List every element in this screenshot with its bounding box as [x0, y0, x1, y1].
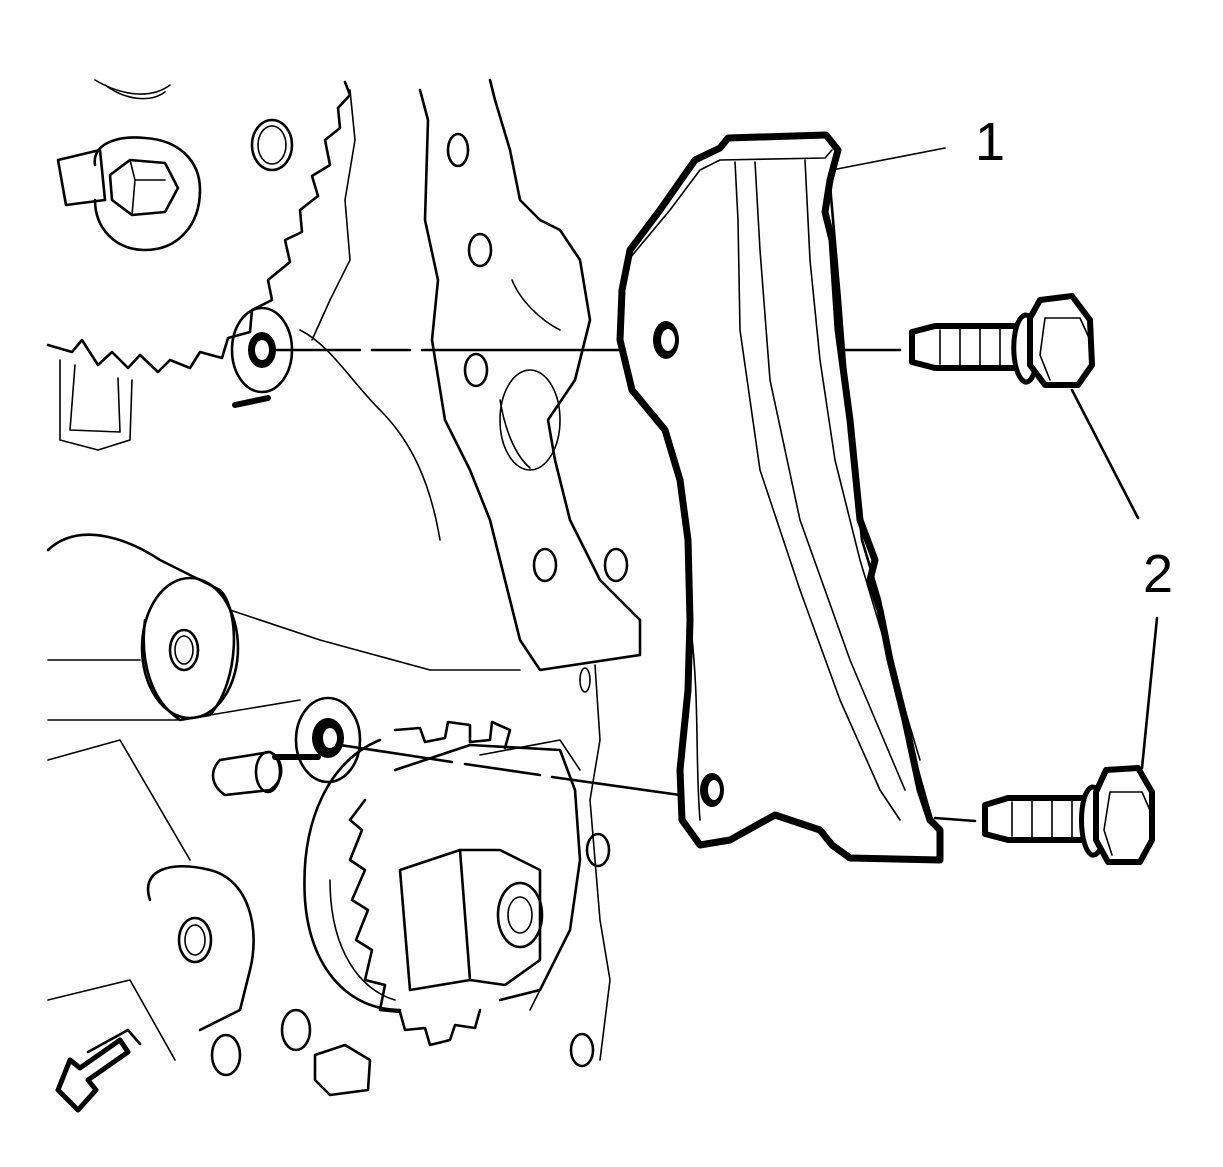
- upper-sprocket: [46, 79, 352, 451]
- forward-arrow-icon: [55, 1028, 142, 1113]
- left-boss: [46, 533, 521, 722]
- alignment-lines: [270, 348, 977, 823]
- timing-chain-guide: [616, 131, 946, 864]
- callout-2-label: 2: [1143, 544, 1173, 604]
- block-plate: [299, 78, 642, 672]
- engine-block: [46, 78, 642, 1097]
- crank-sprocket: [303, 720, 582, 1047]
- upper-bolt: [56, 136, 202, 252]
- callout-1-label: 1: [975, 112, 1005, 172]
- guide-bolt-lower: [982, 765, 1155, 865]
- dowel-pin: [211, 750, 283, 797]
- guide-bolt-upper: [909, 293, 1095, 388]
- lower-left-boss: [47, 739, 255, 1061]
- lower-mount-hole: [272, 696, 362, 784]
- upper-mount-hole: [230, 306, 294, 408]
